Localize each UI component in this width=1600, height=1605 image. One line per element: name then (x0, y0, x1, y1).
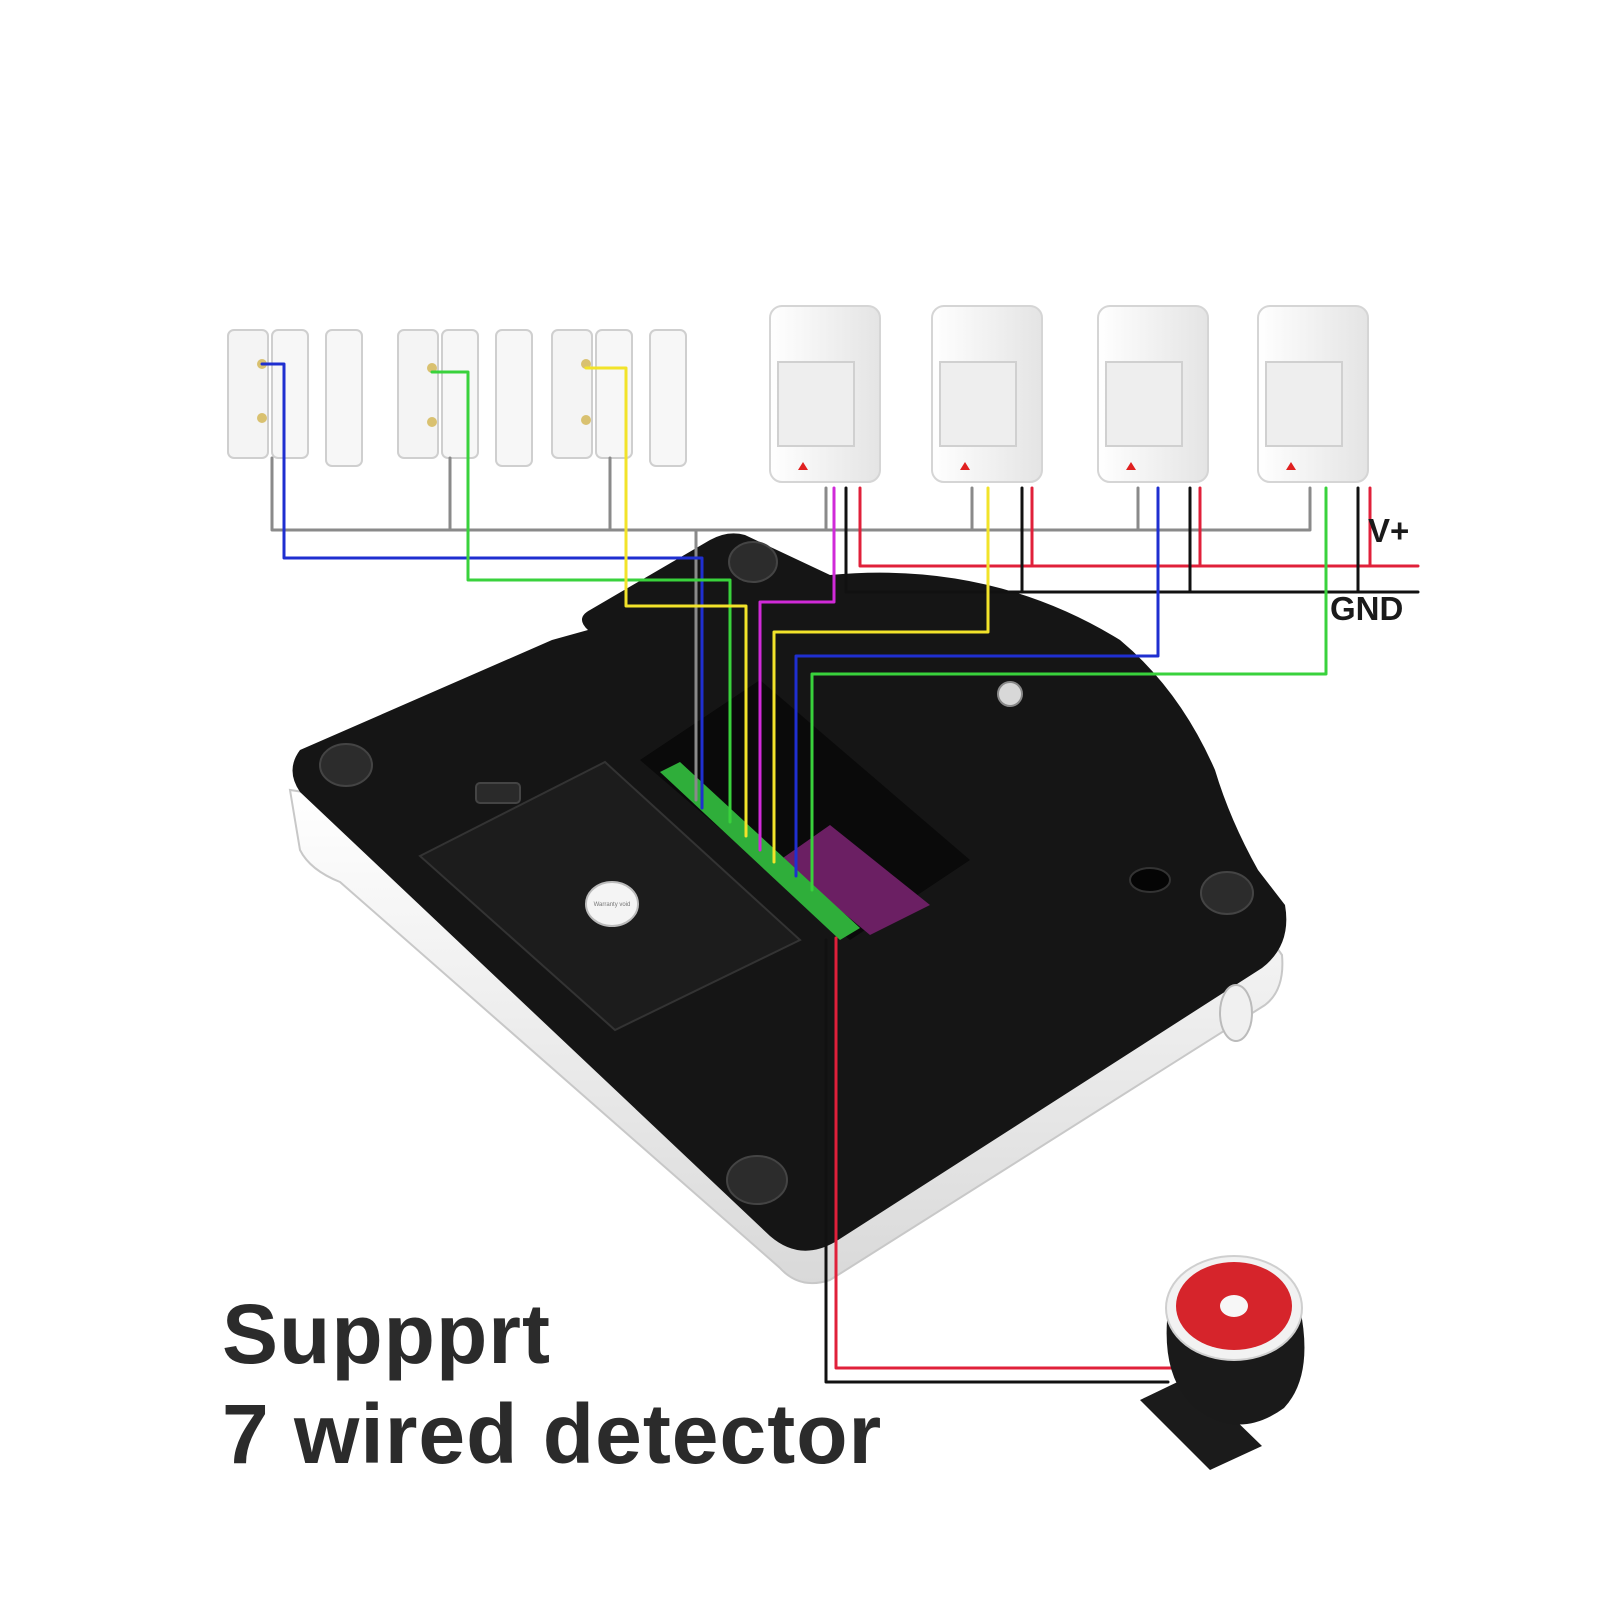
black-siren-wire (824, 938, 1170, 1384)
siren (1140, 1255, 1305, 1470)
red-siren-wire (834, 936, 1180, 1370)
pir-sensor-2 (931, 305, 1043, 483)
red-vplus-wire (858, 486, 1420, 568)
door-contact-1 (227, 329, 363, 467)
pir-sensor-1 (769, 305, 881, 483)
battery-latch (475, 782, 521, 804)
pcb-board (780, 825, 930, 935)
gnd-label: GND (1330, 590, 1404, 627)
gray-wire (270, 456, 1312, 532)
alarm-panel: Warranty void (288, 533, 1287, 1284)
wiring (260, 362, 1420, 1384)
siren-bracket (1140, 1376, 1262, 1470)
rubber-foot (319, 743, 373, 787)
yellow-wire-door3 (584, 366, 748, 838)
door-contact-3 (551, 329, 687, 467)
siren-center-dot (1220, 1295, 1248, 1317)
rubber-foot (728, 541, 778, 583)
warranty-sticker (585, 881, 639, 927)
warranty-sticker-text: Warranty void (594, 902, 631, 908)
pir-sensor-3 (1097, 305, 1209, 483)
caption-line-2: 7 wired detector (222, 1387, 883, 1481)
door-contact-2 (397, 329, 533, 467)
caption: Suppprt 7 wired detector (222, 1284, 882, 1484)
pir-sensor-4 (1257, 305, 1369, 483)
black-gnd-wire (844, 486, 1420, 594)
magenta-wire-pir1 (758, 486, 836, 852)
caption-line-1: Suppprt (222, 1287, 551, 1381)
vplus-label: V+ (1368, 512, 1410, 549)
mounting-hole (1129, 867, 1171, 893)
side-label (1219, 984, 1253, 1042)
panel-screw (997, 681, 1023, 707)
yellow-wire-pir2 (772, 486, 990, 864)
rubber-foot (1200, 871, 1254, 915)
blue-wire-pir3 (794, 486, 1160, 878)
green-wire-door2 (430, 370, 732, 824)
green-wire-pir4 (810, 486, 1328, 892)
rubber-foot (726, 1155, 788, 1205)
blue-wire-door1 (260, 362, 704, 810)
